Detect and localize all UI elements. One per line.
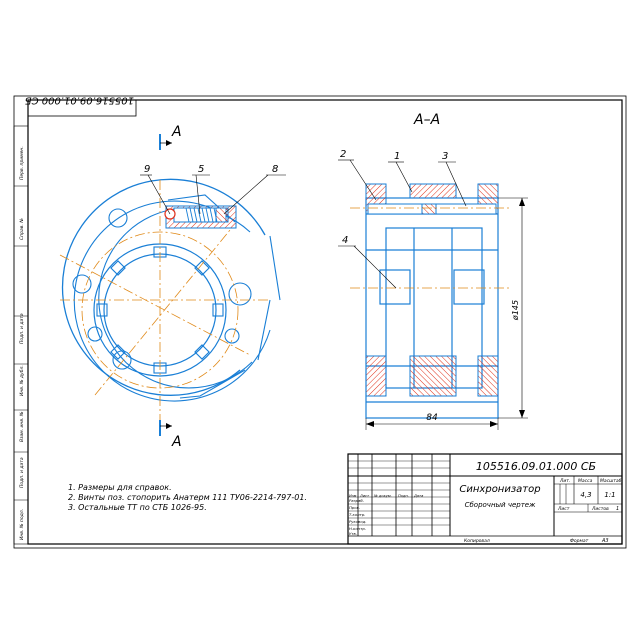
front-view: А А — [59, 124, 286, 450]
callout-9: 9 — [144, 164, 150, 175]
cut-letter-bottom: А — [171, 434, 182, 450]
tb-title: Синхронизатор — [459, 484, 540, 495]
tb-format-label: Формат — [570, 538, 589, 544]
mirrored-drawing-number: 105516.09.01.000 СБ — [25, 95, 134, 106]
tb-col-list: Лист — [359, 494, 370, 498]
callout-3: 3 — [442, 151, 448, 162]
title-block — [347, 453, 623, 545]
tb-lit-label: Лит. — [559, 478, 570, 484]
tb-subtitle: Сборочный чертеж — [465, 501, 536, 509]
tb-role-5: Н.контр. — [349, 526, 366, 531]
callout-5: 5 — [198, 164, 204, 175]
stamp-1: Перв. примен. — [19, 146, 25, 180]
sheet-inner-frame — [27, 99, 623, 545]
stamp-2: Справ. № — [19, 218, 25, 240]
tb-mass: 4,3 — [580, 491, 591, 499]
stamp-4: Инв. № дубл. — [19, 365, 25, 396]
tb-col-doc: № докум. — [373, 494, 392, 498]
tb-sheets: 1 — [616, 506, 619, 512]
callout-8: 8 — [272, 164, 278, 175]
dimension-diameter: ø145 — [511, 300, 520, 321]
cut-letter-top: А — [171, 124, 182, 140]
tb-copied: Копировал — [464, 538, 490, 544]
tb-scale: 1:1 — [604, 491, 615, 499]
tb-scale-label: Масштаб — [600, 478, 622, 484]
stamp-5: Взам. инв. № — [19, 411, 25, 442]
stamp-7: Инв. № подл. — [19, 509, 25, 540]
stamp-6: Подп. и дата — [19, 457, 25, 488]
note-2: 2. Винты поз. стопорить Анатерм 111 ТУ06… — [68, 493, 307, 502]
tb-sheet-label: Лист — [557, 506, 570, 512]
stamp-3: Подп. и дата — [19, 313, 25, 344]
tb-role-3: Т.контр. — [349, 512, 365, 517]
tb-role-6: Утв. — [349, 531, 357, 536]
tb-role-4: Руковод. — [349, 519, 367, 524]
callout-1: 1 — [394, 151, 400, 162]
tb-mass-label: Масса — [578, 478, 593, 484]
tb-role-1: Разраб. — [349, 498, 364, 503]
tb-sheets-label: Листов — [591, 506, 609, 512]
callout-4: 4 — [342, 235, 348, 246]
tb-drawing-number: 105516.09.01.000 СБ — [476, 460, 596, 473]
callout-2: 2 — [340, 149, 346, 160]
note-3: 3. Остальные ТТ по СТБ 1026-95. — [68, 503, 207, 512]
mirrored-number-box: 105516.09.01.000 СБ — [25, 95, 137, 117]
side-stamp: Перв. примен. Справ. № Подп. и дата Инв.… — [13, 125, 29, 545]
technical-notes: 1. Размеры для справок. 2. Винты поз. ст… — [68, 483, 307, 512]
title-block-text: 105516.09.01.000 СБ Синхронизатор Сбороч… — [349, 460, 622, 544]
tb-col-izm: Изм — [349, 494, 357, 498]
tb-role-2: Пров. — [349, 505, 360, 510]
tb-format: А3 — [601, 538, 609, 544]
tb-col-sign: Подп. — [398, 494, 409, 498]
section-label: А–А — [413, 112, 440, 128]
tb-col-date: Дата — [413, 494, 423, 498]
section-view: А–А 2 1 — [338, 112, 528, 430]
note-1: 1. Размеры для справок. — [68, 483, 172, 492]
dimension-width: 84 — [426, 413, 438, 423]
